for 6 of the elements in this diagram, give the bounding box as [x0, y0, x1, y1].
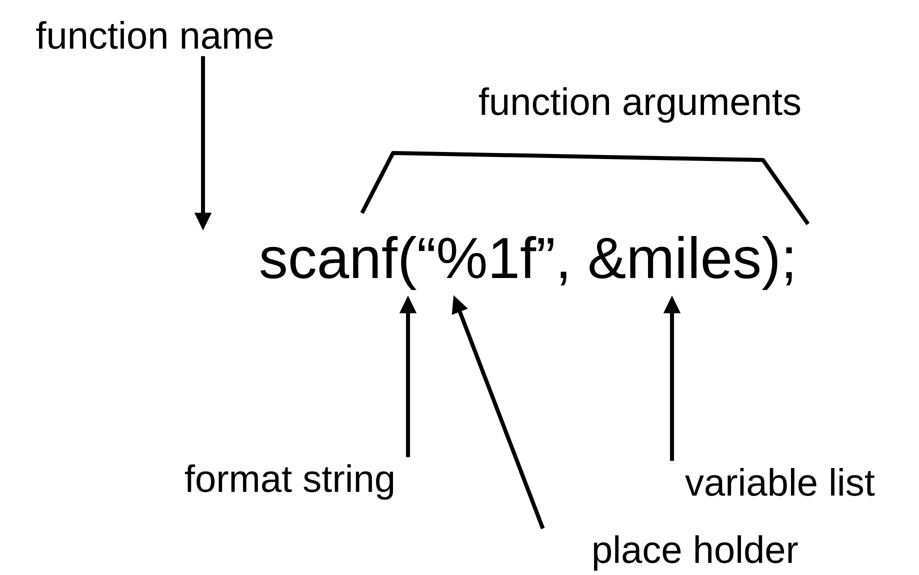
annotation-label: place holder [594, 535, 798, 571]
bracket-label: function arguments [478, 87, 800, 123]
code-text: scanf(“%1f”, &miles); [260, 236, 792, 290]
annotation-label: variable list [685, 468, 875, 496]
annotation-label: function name [36, 21, 273, 49]
annotation-label: format string [184, 464, 394, 500]
